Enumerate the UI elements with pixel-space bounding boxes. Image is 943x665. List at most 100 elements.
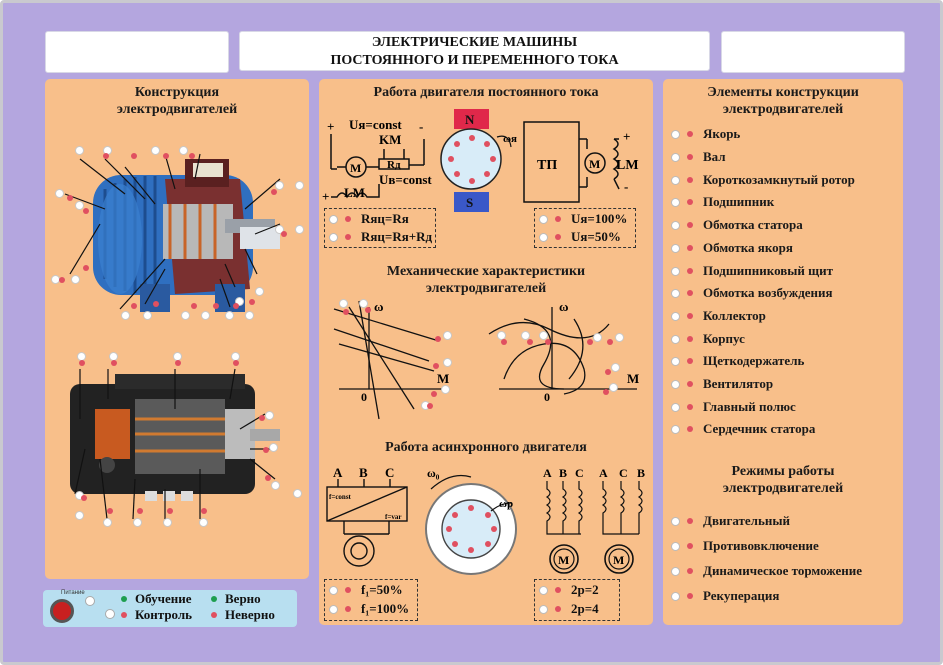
element-label: Обмотка статора <box>703 217 803 232</box>
lamp-red <box>687 268 693 274</box>
lamp-white <box>671 266 680 276</box>
option-label: Rяц=Rя+Rд <box>361 229 433 244</box>
indicator-lamp-red <box>587 339 593 345</box>
option-2p-4[interactable]: 2p=4 <box>539 600 599 618</box>
lamp-white <box>671 379 680 389</box>
indicator-lamp-white <box>269 443 278 452</box>
option-rya-eq-rya[interactable]: Rяц=Rя <box>329 210 409 228</box>
mode-button-control[interactable] <box>105 609 115 619</box>
element-item-stator-winding[interactable]: Обмотка статора <box>671 216 803 234</box>
ub-const-label: Uв=const <box>379 172 432 187</box>
element-item-val[interactable]: Вал <box>671 148 726 166</box>
mode-item-plugging[interactable]: Противовключение <box>671 537 819 555</box>
indicator-lamp-red <box>189 153 195 159</box>
mode-item-dynamic-braking[interactable]: Динамическое торможение <box>671 562 862 580</box>
element-label: Коллектор <box>703 308 766 323</box>
option-2p-2[interactable]: 2p=2 <box>539 581 599 599</box>
element-item-brush-holder[interactable]: Щеткодержатель <box>671 352 804 370</box>
minus-left-top: - <box>419 119 423 134</box>
indicator-lamp-red <box>431 391 437 397</box>
rotor-dot <box>446 526 452 532</box>
elements-title-line1: Элементы конструкции <box>707 85 859 100</box>
lamp-red <box>687 568 693 574</box>
indicator-lamp-white <box>245 311 254 320</box>
lamp-red <box>211 612 217 618</box>
lamp-red <box>345 234 351 240</box>
mode-item-motoring[interactable]: Двигательный <box>671 512 790 530</box>
element-label: Щеткодержатель <box>703 353 805 368</box>
mode-button-training[interactable] <box>85 596 95 606</box>
pole-n-label: N <box>465 112 475 127</box>
tp-label: ТП <box>537 158 557 173</box>
element-item-main-pole[interactable]: Главный полюс <box>671 398 796 416</box>
indicator-lamp-red <box>605 369 611 375</box>
element-item-fan[interactable]: Вентилятор <box>671 375 773 393</box>
element-item-armature-winding[interactable]: Обмотка якоря <box>671 239 793 257</box>
lamp-red <box>687 426 693 432</box>
indicator-lamp-red <box>607 339 613 345</box>
lamp-white <box>671 566 680 576</box>
element-label: Подшипниковый щит <box>703 263 834 278</box>
indicator-lamp-white <box>71 275 80 284</box>
ua-const-label: Uя=const <box>349 117 402 132</box>
blank-label-right <box>721 31 905 73</box>
element-item-bearing-shield[interactable]: Подшипниковый щит <box>671 262 833 280</box>
option-label: f₁=50% <box>361 582 403 597</box>
minus-right: - <box>624 179 628 194</box>
rotor-dot <box>454 171 460 177</box>
rotor-dot <box>469 135 475 141</box>
indicator-lamp-red <box>271 189 277 195</box>
lm-label-right: LM <box>616 158 639 173</box>
power-button[interactable] <box>50 599 74 623</box>
element-item-stator-core[interactable]: Сердечник статора <box>671 420 815 438</box>
km-label: KM <box>379 132 401 147</box>
option-ua-50[interactable]: Uя=50% <box>539 228 621 246</box>
title-line2: ПОСТОЯННОГО И ПЕРЕМЕННОГО ТОКА <box>330 53 619 68</box>
option-ua-100[interactable]: Uя=100% <box>539 210 627 228</box>
modes-title-line1: Режимы работы <box>731 464 835 479</box>
element-label: Подшипник <box>703 194 775 209</box>
indicator-lamp-red <box>131 153 137 159</box>
element-label: Корпус <box>703 331 745 346</box>
lamp-white <box>671 152 680 162</box>
indicator-lamp-white <box>293 489 302 498</box>
lamp-white <box>671 591 680 601</box>
indicator-lamp-white <box>235 297 244 306</box>
option-rya-plus-rd[interactable]: Rяц=Rя+Rд <box>329 228 432 246</box>
plus-left-bottom: + <box>322 189 329 204</box>
indicator-lamp-red <box>81 495 87 501</box>
lamp-white <box>329 214 338 224</box>
element-item-commutator[interactable]: Коллектор <box>671 307 766 325</box>
lamp-red <box>687 154 693 160</box>
phase-a-left: A <box>333 465 343 480</box>
async-rotor <box>425 474 517 575</box>
mode-item-regeneration[interactable]: Рекуперация <box>671 587 779 605</box>
indicator-lamp-red <box>233 303 239 309</box>
option-f-100[interactable]: f₁=100% <box>329 600 409 618</box>
lamp-red <box>121 612 127 618</box>
phase-c-mid: C <box>575 466 584 480</box>
option-f-50[interactable]: f₁=50% <box>329 581 403 599</box>
indicator-lamp-red <box>59 277 65 283</box>
lamp-red <box>687 518 693 524</box>
center-panel: Работа двигателя постоянного тока + Uя=c… <box>319 79 653 625</box>
indicator-lamp-red <box>233 360 239 366</box>
element-label: Якорь <box>703 126 741 141</box>
lamp-white <box>671 129 680 139</box>
lamp-red <box>687 131 693 137</box>
legend-training: Обучение <box>121 591 191 607</box>
option-label: f₁=100% <box>361 601 410 616</box>
lamp-red <box>687 177 693 183</box>
element-item-yakor[interactable]: Якорь <box>671 125 740 143</box>
indicator-lamp-red <box>427 403 433 409</box>
element-item-bearing[interactable]: Подшипник <box>671 193 774 211</box>
async-motor-cutaway <box>93 159 280 312</box>
element-item-rotor[interactable]: Короткозамкнутый ротор <box>671 171 855 189</box>
element-item-field-winding[interactable]: Обмотка возбуждения <box>671 284 833 302</box>
pointer-lines <box>64 153 281 520</box>
option-label: Uя=100% <box>571 211 628 226</box>
lamp-red <box>345 216 351 222</box>
dc-scheme-left <box>330 134 425 199</box>
element-item-housing[interactable]: Корпус <box>671 330 745 348</box>
